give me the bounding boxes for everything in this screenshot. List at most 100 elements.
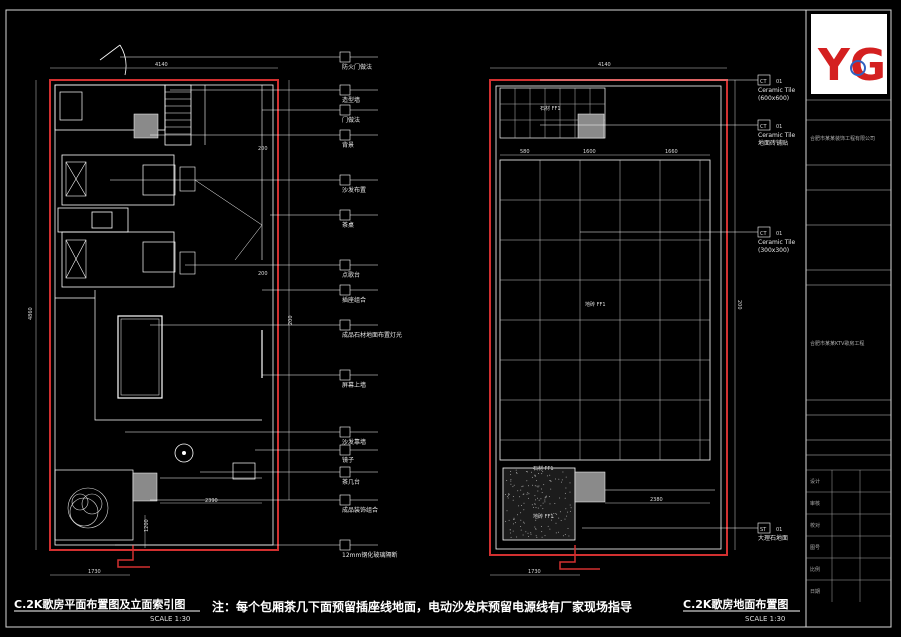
right-dim-1600: 1600 <box>583 149 596 155</box>
right-dim-580: 580 <box>520 149 530 155</box>
stair-steps <box>165 91 191 135</box>
right-top-strip-grid <box>500 88 605 138</box>
left-tag-box-4 <box>339 174 351 186</box>
title-block-company: 合肥市某某装饰工程有限公司 <box>810 135 875 142</box>
right-num-2: 01 <box>776 231 782 237</box>
sheet-note: 注：每个包厢茶几下面预留插座线地面，电动沙发床预留电源线有厂家现场指导 <box>212 599 632 614</box>
floor-tag-3: 石材 FF1 <box>533 465 554 472</box>
right-sub2-0: (600x600) <box>758 95 789 102</box>
tb-row-0: 设计 <box>810 478 820 485</box>
sheet-border <box>5 9 892 628</box>
left-label-10: 沙发靠墙 <box>342 438 366 446</box>
left-tag-box-1 <box>339 84 351 96</box>
round-lamp <box>174 443 194 463</box>
tb-row-3: 图号 <box>810 545 820 551</box>
left-label-13: 成品装饰组合 <box>342 506 378 514</box>
left-drawing-title: C.2K歌房平面布置图及立面索引图 <box>14 597 185 611</box>
left-label-6: 点歌台 <box>342 271 360 279</box>
tile-grid-lines <box>499 159 710 460</box>
plant-circles <box>67 487 109 529</box>
left-tag-box-9 <box>339 369 351 381</box>
left-floor-plan <box>35 44 290 576</box>
right-code-1: CT <box>760 124 767 130</box>
right-column-top <box>577 113 605 139</box>
right-dim-1730: 1730 <box>528 569 541 575</box>
floor-tag-2: 地砖 FF1 <box>585 301 606 308</box>
right-code-3: ST <box>760 527 767 533</box>
left-label-12: 茶几台 <box>342 478 360 486</box>
left-label-7: 插座组合 <box>342 296 366 304</box>
left-tag-box-5 <box>339 209 351 221</box>
left-tag-box-14 <box>339 539 351 551</box>
left-tag-box-7 <box>339 284 351 296</box>
tb-row-2: 校对 <box>810 522 820 529</box>
right-num-3: 01 <box>776 527 782 533</box>
left-dim-2390: 2390 <box>205 498 218 504</box>
left-label-2: 门做法 <box>342 116 360 124</box>
right-sub1-1: Ceramic Tile <box>758 132 796 139</box>
right-leader-lines <box>540 74 771 534</box>
left-tag-box-0 <box>339 51 351 63</box>
logo-box <box>811 14 887 94</box>
plan-outer-wall <box>49 79 279 551</box>
planter-area <box>54 469 134 541</box>
right-num-0: 01 <box>776 79 782 85</box>
left-label-5: 茶桌 <box>342 221 354 229</box>
right-inner-wall <box>495 85 722 550</box>
right-sub1-2: Ceramic Tile <box>758 239 796 246</box>
sofa-cushions <box>65 161 87 279</box>
tea-table <box>57 207 129 233</box>
column-bottom <box>132 472 158 502</box>
left-dim-200c: 200 <box>288 315 294 325</box>
right-dim-2380: 2380 <box>650 497 663 503</box>
door-swing <box>119 44 127 76</box>
left-tag-box-6 <box>339 259 351 271</box>
title-block-project: 合肥市某某KTV歌房工程 <box>810 340 864 347</box>
right-code-0: CT <box>760 79 767 85</box>
left-dim-200b: 200 <box>258 271 268 277</box>
left-tag-box-3 <box>339 129 351 141</box>
left-dim-height: 4860 <box>28 307 34 320</box>
left-tag-box-2 <box>339 104 351 116</box>
right-scale: SCALE 1:30 <box>745 615 785 623</box>
right-drawing-title: C.2K歌房地面布置图 <box>683 597 788 611</box>
left-label-3: 背景 <box>342 141 354 149</box>
right-sub2-1: 地面砖铺贴 <box>758 139 788 147</box>
tile-grid-area <box>499 159 711 461</box>
right-sub1-0: Ceramic Tile <box>758 87 796 94</box>
left-label-9: 屏幕上墙 <box>342 381 366 389</box>
left-tag-box-11 <box>339 444 351 456</box>
right-dim-200: 200 <box>736 300 742 310</box>
left-scale: SCALE 1:30 <box>150 615 190 623</box>
left-tag-box-13 <box>339 494 351 506</box>
left-dim-width: 4140 <box>155 62 168 68</box>
left-labels: 防火门做法造型墙门做法背景沙发布置茶桌点歌台插座组合成品石材地面布置灯光屏幕上墙… <box>342 63 402 559</box>
stair <box>164 84 192 146</box>
column-top <box>133 113 159 139</box>
left-tag-box-12 <box>339 466 351 478</box>
stone-texture <box>505 469 572 538</box>
left-dim-200a: 200 <box>258 146 268 152</box>
left-label-4: 沙发布置 <box>342 186 366 194</box>
left-tag-box-10 <box>339 426 351 438</box>
left-label-8: 成品石材地面布置灯光 <box>342 331 402 339</box>
stone-floor-area <box>502 467 576 541</box>
right-floor-plan <box>489 67 736 576</box>
left-label-11: 镜子 <box>342 456 354 464</box>
toilet-fixture <box>59 91 83 121</box>
right-sub2-2: (300x300) <box>758 247 789 254</box>
left-label-14: 12mm钢化玻璃隔断 <box>342 551 397 559</box>
right-dim-1660: 1660 <box>665 149 678 155</box>
floor-tag-4: 地砖 FF1 <box>533 513 554 520</box>
left-leader-lines <box>110 51 378 551</box>
right-sub1-3: 大理石地面 <box>758 534 788 542</box>
left-tag-box-8 <box>339 319 351 331</box>
left-dim-1730: 1730 <box>88 569 101 575</box>
right-num-1: 01 <box>776 124 782 130</box>
right-column-bottom <box>574 471 606 503</box>
left-label-1: 造型墙 <box>342 96 360 104</box>
